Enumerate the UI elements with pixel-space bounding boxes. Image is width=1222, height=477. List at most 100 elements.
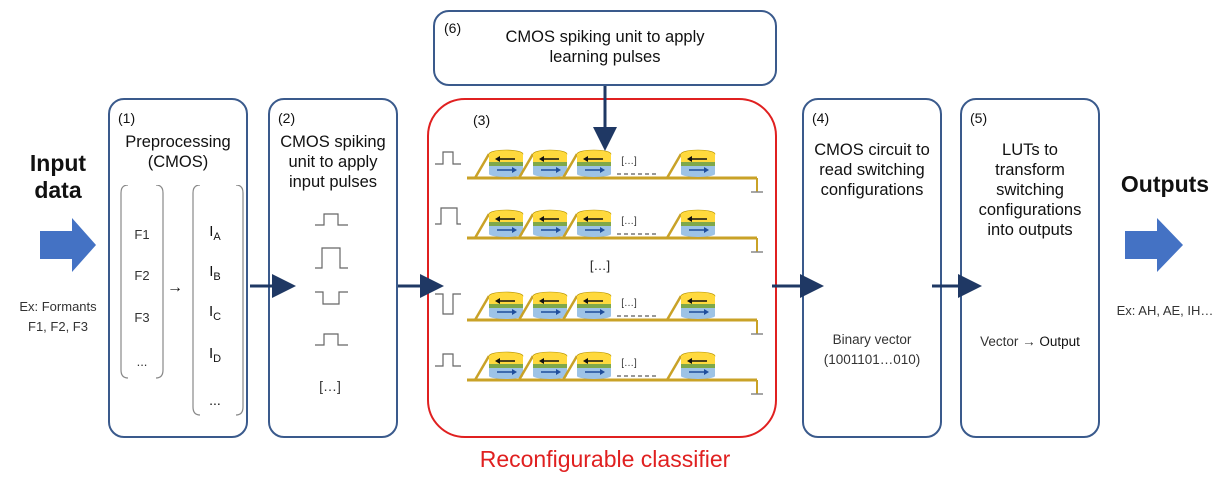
bottom-edge [681,231,715,237]
current-a-base: I [209,223,214,240]
bottom-edge [577,313,611,319]
mtj-cell [561,149,612,179]
box1-title-line2: (CMOS) [147,153,209,171]
mtj-cell [517,291,568,321]
green-layer [533,304,567,308]
bottom-edge [489,231,523,237]
mtj-row: […] [435,149,763,193]
free-layer-arrowhead [583,298,588,304]
free-layer-arrowhead [495,298,500,304]
yellow-layer [681,296,715,304]
cell-wire [561,295,579,321]
mtj-cell [517,149,568,179]
fixed-layer-arrowhead [600,369,605,375]
box3-number: (3) [473,112,491,128]
box2-number: (2) [278,110,296,126]
free-layer-arrowhead [687,216,692,222]
free-layer-arrowhead [495,216,500,222]
mtj-cell [473,209,524,239]
fixed-layer-arrowhead [556,309,561,315]
fixed-layer-arrowhead [556,227,561,233]
free-layer-arrowhead [539,358,544,364]
current-a-sub: A [213,231,221,243]
mtj-cell [665,149,716,179]
green-layer [577,222,611,226]
cell-wire [665,295,683,321]
mtj-row: […] [435,207,763,253]
free-layer-arrowhead [583,358,588,364]
box5-number: (5) [970,110,988,126]
fixed-layer-arrowhead [512,227,517,233]
bottom-edge [533,171,567,177]
mtj-cell [561,209,612,239]
bottom-edge [489,373,523,379]
fixed-layer-arrowhead [556,369,561,375]
row-ellipsis: […] [621,358,637,369]
green-layer [577,162,611,166]
binary-vector-line1: Binary vector [832,332,912,347]
free-layer-arrowhead [539,156,544,162]
box4-title-line2: read switching [819,161,925,179]
cell-wire [473,213,491,239]
free-layer-arrowhead [687,298,692,304]
box5-title-line1: LUTs to [1002,141,1058,159]
mtj-array: […][…][…][…][…] [435,149,763,395]
box5-title: LUTs to transform switching configuratio… [962,140,1098,240]
mtj-cell [561,291,612,321]
row-ellipsis: […] [621,156,637,167]
cell-wire [665,153,683,179]
mtj-cell [665,351,716,381]
box6-number: (6) [444,20,462,36]
green-layer [681,162,715,166]
free-layer-arrowhead [687,358,692,364]
input-example: Ex: Formants F1, F2, F3 [3,297,113,337]
mtj-cell [665,209,716,239]
cell-wire [517,153,535,179]
input-arrow [40,218,96,272]
cell-wire [473,355,491,381]
box6-title-line1: CMOS spiking unit to apply [505,28,705,46]
feature-arrow: → [167,279,183,296]
free-layer-arrowhead [539,216,544,222]
green-layer [681,304,715,308]
input-example-line1: Ex: Formants [19,299,97,314]
vector-output: Vector → Output [962,334,1098,349]
box2-title-line3: input pulses [288,173,378,191]
bottom-edge [533,231,567,237]
free-layer-arrowhead [583,216,588,222]
bottom-edge [577,373,611,379]
bottom-edge [533,373,567,379]
yellow-layer [533,356,567,364]
green-layer [681,364,715,368]
classifier-box [427,98,777,438]
yellow-layer [533,154,567,162]
mtj-cell [665,291,716,321]
bottom-edge [681,373,715,379]
green-layer [681,222,715,226]
yellow-layer [577,356,611,364]
free-layer-arrowhead [687,156,692,162]
input-pulse-box [268,98,398,438]
fixed-layer-arrowhead [600,309,605,315]
current-b-sub: B [213,271,221,283]
row-ellipsis: […] [621,216,637,227]
fixed-layer-arrowhead [704,167,709,173]
cell-wire [517,213,535,239]
current-d-sub: D [213,353,222,365]
input-pulses-icon [315,213,348,346]
feature-ellipsis: ... [136,354,148,369]
input-title-line1: Input [29,150,87,176]
green-layer [577,364,611,368]
binary-vector: Binary vector (1001101…010) [804,330,940,370]
box5-title-line2: transform [995,161,1065,179]
box2-ellipsis: […] [319,378,341,394]
box2-title-line2: unit to apply [288,153,378,171]
vector-text: Vector [980,334,1019,349]
yellow-layer [489,154,523,162]
free-layer-arrowhead [495,358,500,364]
cell-wire [473,295,491,321]
input-title-line2: data [34,177,82,203]
fixed-layer-arrowhead [512,309,517,315]
current-b-base: I [209,263,214,280]
current-c-sub: C [213,311,222,323]
